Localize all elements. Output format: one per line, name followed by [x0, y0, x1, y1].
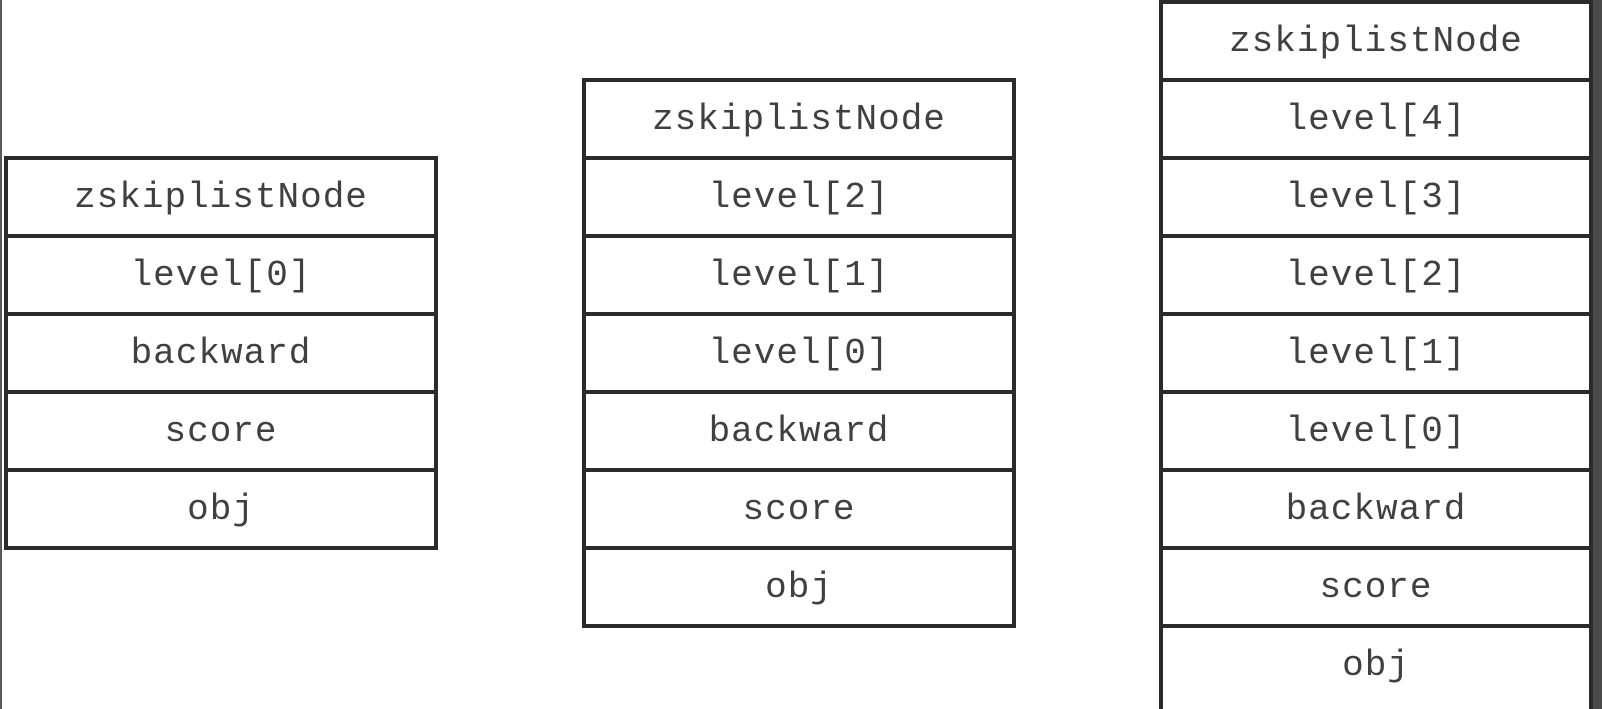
node-field: backward [8, 316, 434, 394]
node-field: level[2] [586, 160, 1012, 238]
node-field: obj [765, 566, 833, 608]
node-field: level[4] [1163, 82, 1589, 160]
node-field: level[3] [1163, 160, 1589, 238]
node-field: backward [1163, 472, 1589, 550]
node-field: level[1] [1163, 316, 1589, 394]
frame-right-edge [1593, 0, 1602, 709]
node-field: level[0] [1163, 394, 1589, 472]
zskiplist-node-2: zskiplistNode level[2] level[1] level[0]… [582, 78, 1016, 628]
node-field: obj [1342, 644, 1410, 686]
node-field: backward [586, 394, 1012, 472]
node-field: score [8, 394, 434, 472]
node-field: score [1163, 550, 1589, 628]
node-field: obj [187, 488, 255, 530]
node-field: level[1] [586, 238, 1012, 316]
frame-left-edge [0, 0, 2, 709]
node-field: score [586, 472, 1012, 550]
node-header: zskiplistNode [8, 160, 434, 238]
zskiplist-node-3: zskiplistNode level[4] level[3] level[2]… [1159, 0, 1593, 709]
node-field: level[0] [8, 238, 434, 316]
node-field: level[0] [586, 316, 1012, 394]
zskiplist-node-1: zskiplistNode level[0] backward score ob… [4, 156, 438, 550]
node-header: zskiplistNode [1163, 4, 1589, 82]
node-field: level[2] [1163, 238, 1589, 316]
node-header: zskiplistNode [586, 82, 1012, 160]
